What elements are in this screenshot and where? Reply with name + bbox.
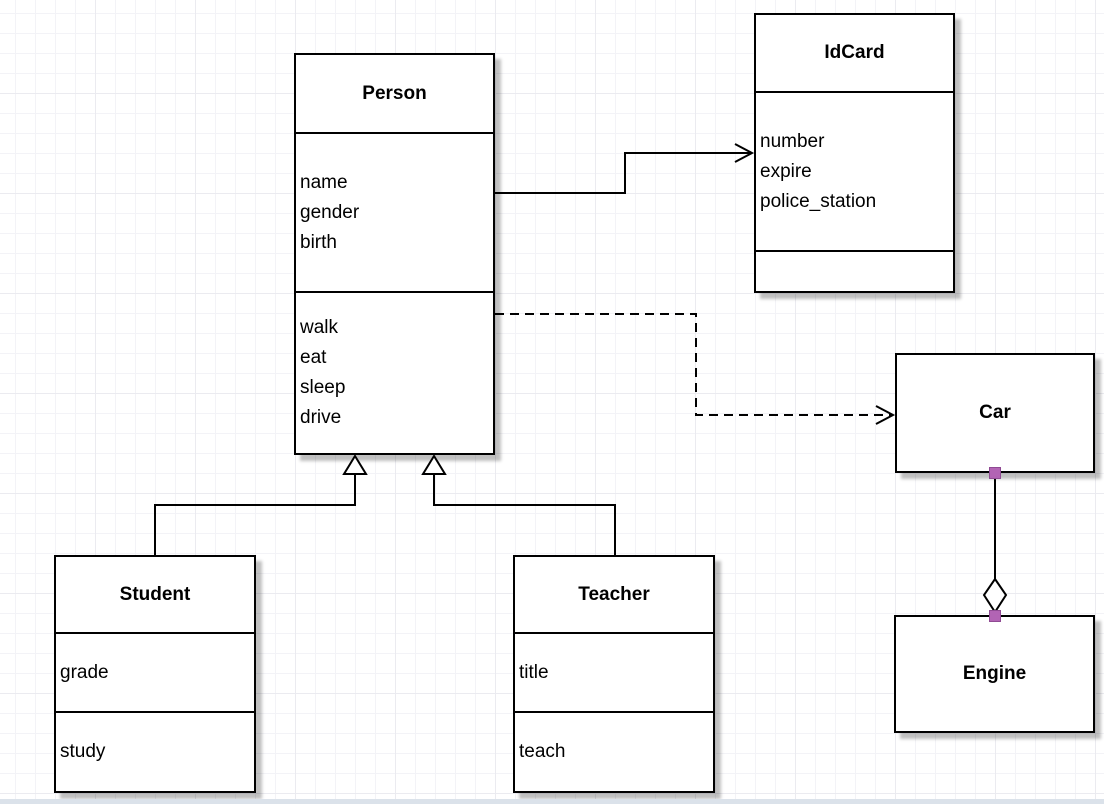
- association-line[interactable]: [495, 152, 750, 194]
- hollow-diamond-icon: [982, 577, 1008, 614]
- method-label: eat: [300, 347, 327, 368]
- class-box-person[interactable]: Person name gender birth walk eat sleep …: [294, 53, 495, 455]
- generalization-teacher-person[interactable]: [421, 454, 616, 555]
- method-label: drive: [300, 407, 342, 428]
- attribute-label: birth: [300, 231, 337, 253]
- generalization-student-person[interactable]: [154, 454, 368, 555]
- class-title: Person: [296, 55, 493, 134]
- attributes-compartment: name gender birth: [296, 134, 493, 293]
- attribute-label: number: [760, 130, 825, 152]
- class-title: Student: [56, 557, 254, 634]
- dependency-line[interactable]: [495, 313, 891, 416]
- class-box-engine[interactable]: Engine: [894, 615, 1095, 733]
- class-title: Engine: [962, 663, 1027, 684]
- attributes-compartment: title: [515, 634, 713, 713]
- class-box-teacher[interactable]: Teacher title teach: [513, 555, 715, 793]
- attribute-label: expire: [760, 160, 812, 182]
- generalization-line[interactable]: [433, 473, 616, 555]
- class-title: Car: [979, 402, 1011, 423]
- attribute-label: grade: [60, 661, 109, 683]
- open-arrowhead-icon: [875, 405, 896, 425]
- methods-compartment: walk eat sleep drive: [296, 293, 493, 453]
- class-box-car[interactable]: Car: [895, 353, 1095, 473]
- class-title: Teacher: [515, 557, 713, 634]
- association-person-idcard[interactable]: [495, 143, 755, 194]
- methods-compartment: teach: [515, 713, 713, 791]
- open-arrowhead-icon: [734, 143, 755, 163]
- method-label: study: [60, 741, 106, 762]
- dependency-person-car[interactable]: [495, 313, 896, 425]
- class-box-idcard[interactable]: IdCard number expire police_station: [754, 13, 955, 293]
- hollow-triangle-arrowhead-icon: [342, 454, 368, 475]
- canvas-edge-band: [0, 799, 1104, 804]
- generalization-line[interactable]: [154, 473, 356, 555]
- hollow-triangle-arrowhead-icon: [421, 454, 447, 475]
- class-box-student[interactable]: Student grade study: [54, 555, 256, 793]
- attributes-compartment: grade: [56, 634, 254, 713]
- method-label: sleep: [300, 377, 346, 398]
- attribute-label: name: [300, 171, 348, 193]
- attribute-label: title: [519, 661, 549, 683]
- attributes-compartment: number expire police_station: [756, 93, 953, 252]
- aggregation-car-engine[interactable]: [982, 467, 1008, 622]
- methods-compartment-empty: [756, 252, 953, 291]
- class-title: IdCard: [756, 15, 953, 93]
- attribute-label: police_station: [760, 190, 877, 212]
- attribute-label: gender: [300, 201, 360, 223]
- methods-compartment: study: [56, 713, 254, 791]
- method-label: teach: [519, 741, 566, 762]
- method-label: walk: [300, 317, 339, 338]
